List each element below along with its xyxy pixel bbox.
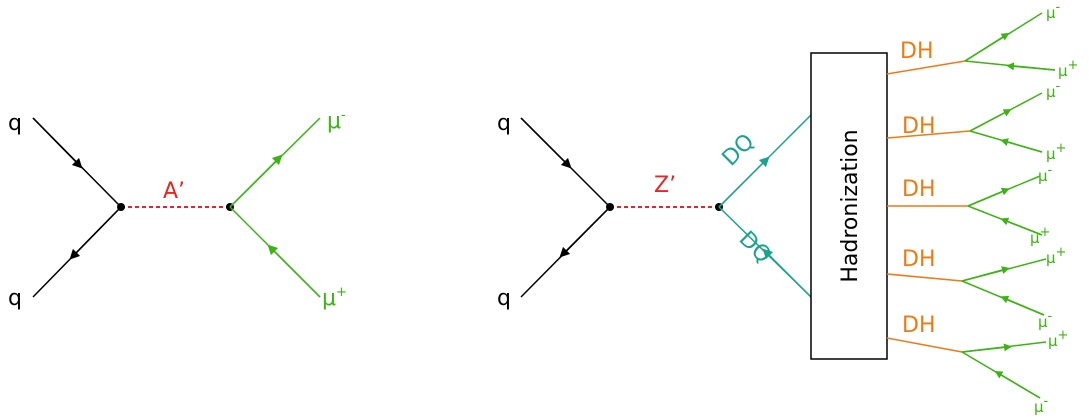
dark-hadron-label: DH <box>902 177 935 202</box>
dark-hadron-label: DH <box>902 313 935 338</box>
dh4-muon-top-arrow <box>961 266 1010 282</box>
left-quark-label-bottom: q <box>8 286 22 311</box>
dh1-muon-top-label: μ- <box>1046 0 1061 22</box>
left-muon-plus-arrow <box>267 244 321 298</box>
right-quark-arrow-top <box>520 117 572 169</box>
left-quark-arrow-top <box>32 117 83 169</box>
dh3-muon-bottom-arrow <box>1000 217 1043 236</box>
dark-hadron-line <box>886 273 963 282</box>
left-diagram: q q A’ μ- μ+ <box>8 108 347 311</box>
dark-hadron-label: DH <box>900 39 933 64</box>
dark-quark-label-bottom: DQ <box>734 227 776 269</box>
dh2-muon-bottom-label: μ+ <box>1046 141 1066 163</box>
dh5-muon-top-label: μ+ <box>1048 328 1068 350</box>
left-quark-arrow-bottom <box>69 206 122 260</box>
dark-quark-label-top: DQ <box>718 129 760 171</box>
dark-hadron-1: DH μ- μ+ <box>886 0 1078 80</box>
hadronization-box <box>810 52 888 360</box>
hadronization-label: Hadronization <box>838 129 863 282</box>
dh4-muon-bottom-arrow <box>1000 295 1045 316</box>
dh4-muon-bottom-label: μ- <box>1038 309 1053 331</box>
left-quark-label-top: q <box>8 111 22 136</box>
left-mediator-label: A’ <box>163 179 185 204</box>
dark-hadron-label: DH <box>902 247 935 272</box>
dark-hadron-2: DH μ- μ+ <box>886 79 1066 163</box>
dh4-muon-top-label: μ+ <box>1046 245 1066 267</box>
dh2-muon-top-arrow <box>969 109 1012 132</box>
right-mediator-label: Z’ <box>654 173 676 198</box>
left-muon-minus-arrow <box>229 154 283 208</box>
dh5-muon-bottom-arrow <box>994 370 1041 399</box>
dark-hadron-4: DH μ+ μ- <box>886 245 1066 331</box>
right-quark-arrow-bottom <box>559 206 611 258</box>
dark-hadron-line <box>886 337 963 353</box>
dark-hadron-branches: DH μ- μ+ DH μ- μ+ <box>886 0 1078 416</box>
dark-quark-arrow-top <box>718 156 770 208</box>
right-vertex-1 <box>606 203 614 211</box>
dh1-muon-top-arrow <box>964 32 1010 62</box>
dh3-muon-top-label: μ- <box>1038 163 1053 185</box>
dh2-muon-top-label: μ- <box>1046 79 1061 101</box>
dh3-muon-top-arrow <box>967 187 1010 207</box>
dh5-muon-bottom-label: μ- <box>1034 394 1049 416</box>
dark-hadron-line <box>886 60 966 75</box>
dark-hadron-5: DH μ+ μ- <box>886 313 1068 416</box>
right-quark-label-bottom: q <box>497 286 511 311</box>
left-muon-minus-label: μ- <box>327 108 346 134</box>
dark-hadron-3: DH μ- μ+ <box>887 163 1053 247</box>
left-vertex-1 <box>117 203 125 211</box>
dark-hadron-label: DH <box>902 114 935 139</box>
right-quark-label-top: q <box>497 111 511 136</box>
dark-quark-arrow-bottom <box>762 248 812 298</box>
dh5-muon-top-arrow <box>961 343 1012 353</box>
dh1-muon-bottom-arrow <box>1006 62 1056 71</box>
left-muon-plus-label: μ+ <box>322 285 347 311</box>
dh3-muon-bottom-label: μ+ <box>1030 225 1050 247</box>
dh2-muon-bottom-arrow <box>1000 138 1043 153</box>
right-diagram: q q Z’ DQ DQ Hadronization DH μ- <box>497 0 1078 416</box>
dark-hadron-line <box>886 130 971 139</box>
dh1-muon-bottom-label: μ+ <box>1058 58 1078 80</box>
